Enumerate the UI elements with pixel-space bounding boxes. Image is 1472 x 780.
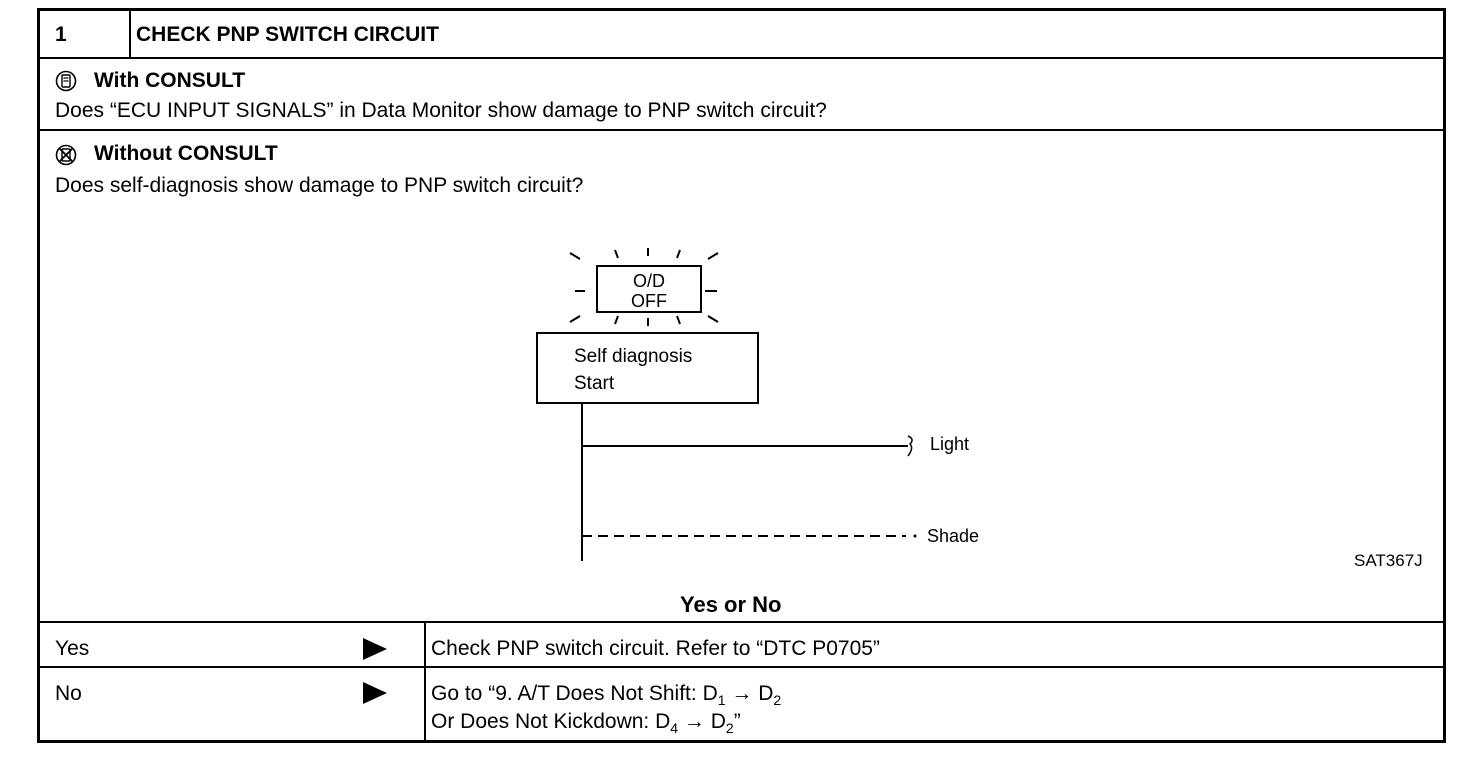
box-text-line1: Self diagnosis: [574, 346, 692, 367]
procedure-table: 1 CHECK PNP SWITCH CIRCUIT With CONSULT …: [37, 8, 1446, 743]
yes-arrow-icon: [363, 638, 387, 660]
consult-icon: [55, 70, 77, 92]
without-consult-label: Without CONSULT: [94, 142, 278, 165]
yes-action: Check PNP switch circuit. Refer to “DTC …: [431, 637, 880, 660]
od-off-lamp: [596, 265, 702, 313]
divider: [40, 57, 1443, 59]
light-brace: [907, 435, 913, 457]
outcome-divider: [424, 621, 426, 743]
no-consult-icon: [55, 144, 77, 166]
lamp-rays: [569, 248, 719, 326]
divider: [40, 621, 1443, 623]
answer-yes: Yes: [55, 637, 90, 660]
with-consult-label: With CONSULT: [94, 69, 246, 92]
step-title: CHECK PNP SWITCH CIRCUIT: [136, 23, 439, 46]
with-consult-question: Does “ECU INPUT SIGNALS” in Data Monitor…: [55, 99, 827, 122]
no-action-line1: Go to “9. A/T Does Not Shift: D1 → D2: [431, 682, 782, 709]
header-divider: [129, 11, 131, 58]
no-action-line2: Or Does Not Kickdown: D4 → D2”: [431, 710, 741, 737]
divider: [40, 129, 1443, 131]
self-diagnosis-box: [536, 332, 759, 404]
divider: [40, 666, 1443, 668]
lamp-text-off: OFF: [631, 291, 667, 311]
step-number: 1: [55, 23, 67, 46]
no-arrow-icon: [363, 682, 387, 704]
figure-code: SAT367J: [1354, 551, 1423, 570]
answer-no: No: [55, 682, 82, 705]
without-consult-question: Does self-diagnosis show damage to PNP s…: [55, 174, 584, 197]
self-diagnosis-diagram: O/D OFF Self diagnosis Start Light Shade: [536, 248, 979, 561]
lamp-text-od: O/D: [633, 271, 665, 291]
decision-prompt: Yes or No: [680, 592, 782, 617]
light-label: Light: [930, 434, 969, 454]
box-text-line2: Start: [574, 373, 615, 394]
shade-label: Shade: [927, 526, 979, 546]
